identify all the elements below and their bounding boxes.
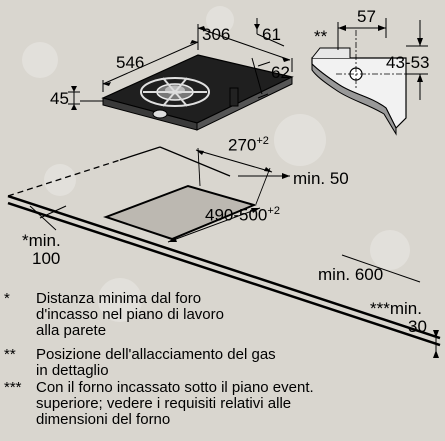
dim-min-100-value: 100 xyxy=(32,249,61,268)
dim-270: 270+2 xyxy=(228,135,269,155)
dim-490-500: 490-500+2 xyxy=(205,205,280,225)
gas-connection-detail xyxy=(311,18,428,136)
dim-43-53: 43-53 xyxy=(386,53,430,72)
dim-45: 45 xyxy=(50,89,69,108)
note-2-marker: ** xyxy=(4,346,16,363)
note-1: *Distanza minima dal foro d'incasso nel … xyxy=(4,290,224,339)
dim-min-30-value: 30 xyxy=(408,317,427,336)
dim-546: 546 xyxy=(116,53,145,72)
note-3: ***Con il forno incassato sotto il piano… xyxy=(4,379,314,428)
note-2: **Posizione dell'allacciamento del gas i… xyxy=(4,346,276,379)
worktop-arrows xyxy=(168,150,439,358)
dim-306: 306 xyxy=(202,25,231,44)
hob-arrows xyxy=(71,24,290,110)
hob-dimension-lines xyxy=(68,18,293,108)
worktop-plan xyxy=(7,146,441,356)
dim-min-30-label: ***min. xyxy=(370,299,422,318)
dim-57: 57 xyxy=(357,7,376,26)
dim-61: 61 xyxy=(262,25,281,44)
dim-min-100-label: *min. xyxy=(22,231,61,250)
note-3-marker: *** xyxy=(4,379,22,396)
note-1-marker: * xyxy=(4,290,10,307)
dim-min-50: min. 50 xyxy=(293,169,349,188)
hob-unit xyxy=(80,54,294,131)
dim-62: 62 xyxy=(271,63,290,82)
detail-marker: ** xyxy=(314,27,328,46)
dim-min-600: min. 600 xyxy=(318,265,384,284)
